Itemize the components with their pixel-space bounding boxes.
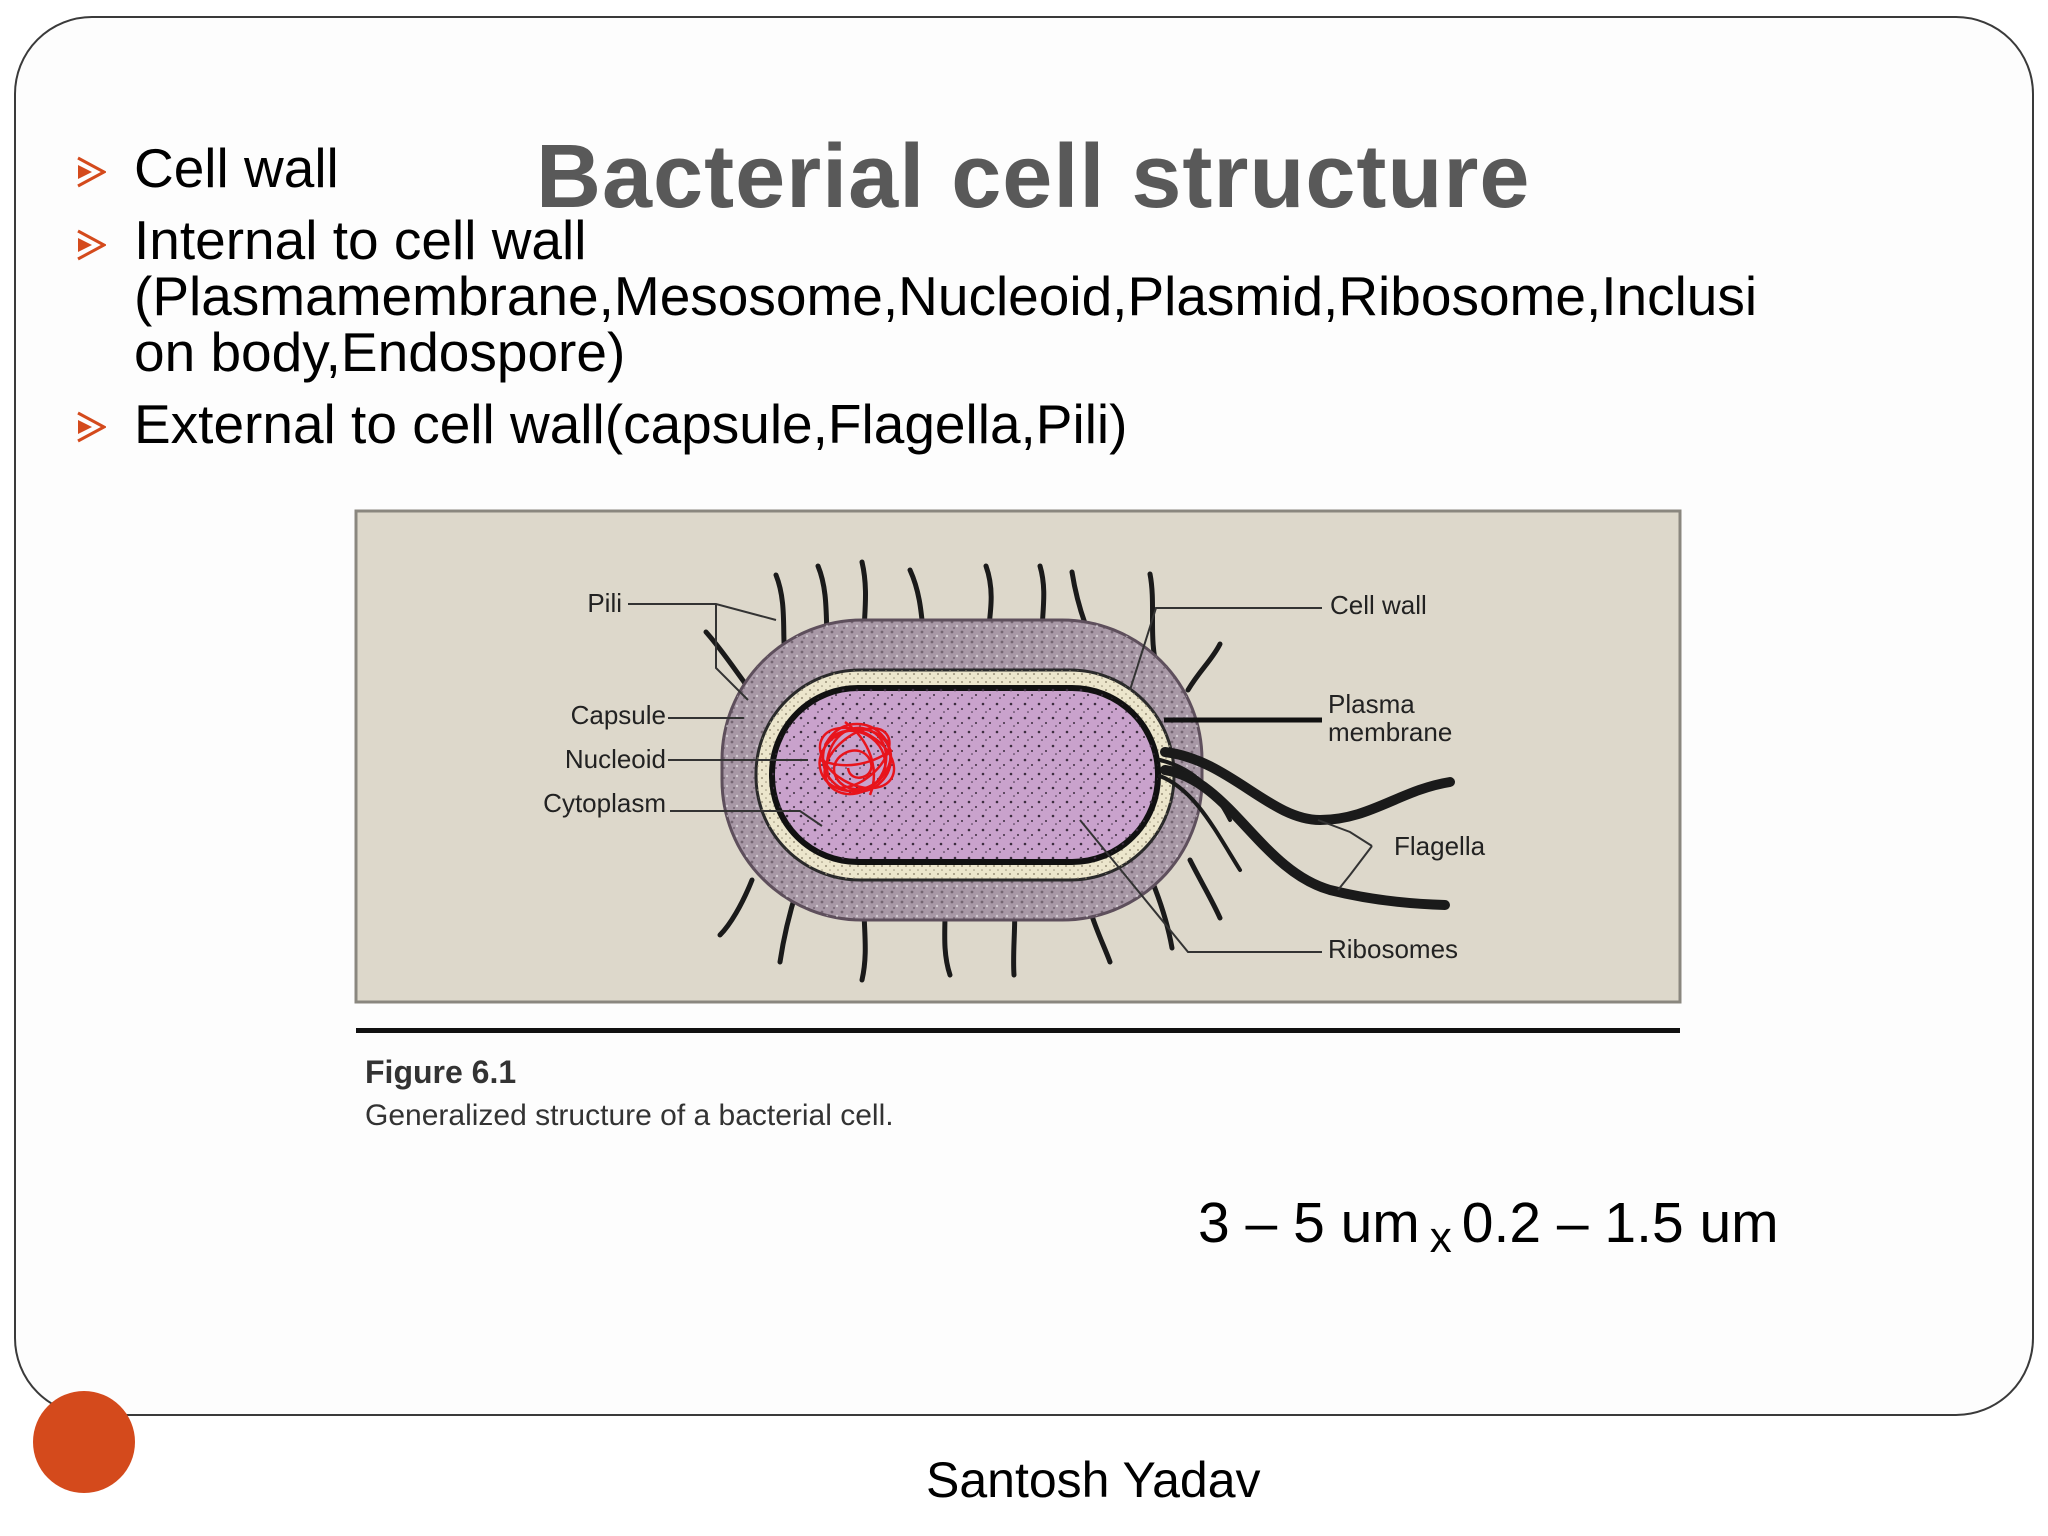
label-nucleoid: Nucleoid bbox=[565, 744, 666, 774]
caption-rule bbox=[356, 1028, 1680, 1033]
dimension-length: 3 – 5 um bbox=[1198, 1191, 1420, 1255]
dimension-width: 0.2 – 1.5 um bbox=[1461, 1191, 1779, 1255]
nucleoid bbox=[818, 720, 896, 796]
label-pili: Pili bbox=[587, 588, 622, 618]
bullet-external: External to cell wall(capsule,Flagella,P… bbox=[134, 393, 1128, 455]
bullet-internal-line1: Internal to cell wall bbox=[134, 209, 587, 271]
label-flagella: Flagella bbox=[1394, 831, 1486, 861]
footer-circle-decoration bbox=[33, 1391, 135, 1493]
label-cell-wall: Cell wall bbox=[1330, 590, 1427, 620]
leader-lines bbox=[628, 603, 1373, 953]
figure-caption-title: Figure 6.1 bbox=[365, 1054, 516, 1090]
arrow-bullet-icon bbox=[77, 156, 106, 188]
bullet-cell-wall: Cell wall bbox=[134, 137, 339, 199]
figure-caption-text: Generalized structure of a bacterial cel… bbox=[365, 1099, 894, 1132]
dimension-times: x bbox=[1429, 1213, 1452, 1262]
label-plasma-line1: Plasma bbox=[1328, 689, 1415, 719]
bullet-internal-line2: (Plasmamembrane,Mesosome,Nucleoid,Plasmi… bbox=[134, 265, 1758, 327]
arrow-bullet-icon bbox=[77, 411, 106, 443]
slide-title: Bacterial cell structure bbox=[536, 127, 1531, 227]
bullet-internal-line3: on body,Endospore) bbox=[134, 321, 626, 383]
label-plasma-line2: membrane bbox=[1328, 717, 1452, 747]
label-capsule: Capsule bbox=[571, 700, 666, 730]
label-ribosomes: Ribosomes bbox=[1328, 934, 1458, 964]
author-name: Santosh Yadav bbox=[926, 1452, 1261, 1508]
arrow-bullet-icon bbox=[77, 229, 106, 261]
label-cytoplasm: Cytoplasm bbox=[543, 788, 666, 818]
